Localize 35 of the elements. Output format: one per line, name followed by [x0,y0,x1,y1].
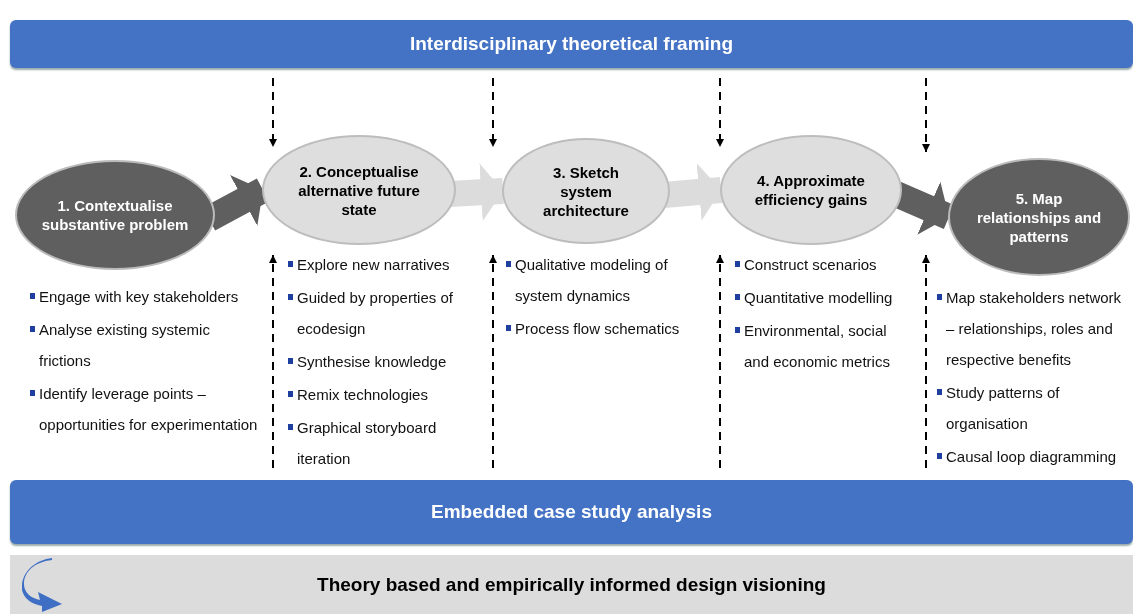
banner-title: Embedded case study analysis [431,501,712,523]
step-title: 4. Approximate efficiency gains [753,171,869,209]
banner-title: Interdisciplinary theoretical framing [409,33,734,55]
banner-title: Theory based and empirically informed design visioning [317,573,826,596]
dashed-arrow [269,254,277,469]
bullet-point: Engage with key stakeholders [30,281,262,312]
banner-bar [10,480,1133,544]
bullet-point: Identify leverage points – opportunities for experimentation [30,378,262,440]
bullet-point: Synthesise knowledge [288,346,484,377]
bullet-point: Qualitative modeling of system dynamics [506,249,706,311]
bullet-point: Graphical storyboard iteration [288,412,484,474]
step-title: 2. Conceptualise alternative future state [297,161,421,219]
dashed-arrow [489,254,497,469]
dashed-arrow [922,77,930,153]
bullet-point: Causal loop diagramming [937,441,1133,472]
bullet-point: Construct scenarios [735,249,915,280]
dashed-arrow [269,77,277,148]
dashed-arrow [922,254,930,469]
bullet-point: Process flow schematics [506,313,706,344]
bullet-point: Map stakeholders network – relationships, roles and respective benefits [937,282,1133,375]
banner-bar [10,20,1133,68]
dashed-arrow [489,77,497,148]
step-title: 5. Map relationships and patterns [975,188,1103,246]
banner-bar [10,555,1133,614]
bullet-point: Analyse existing systemic frictions [30,314,262,376]
bullet-point: Remix technologies [288,379,484,410]
dashed-arrow [716,77,724,148]
step-title: 3. Sketch system architecture [542,162,630,220]
dashed-arrow [716,254,724,469]
bullet-point: Explore new narratives [288,249,484,280]
bullet-point: Environmental, social and economic metrics [735,315,915,377]
bullet-point: Study patterns of organisation [937,377,1133,439]
step-title: 1. Contextualise substantive problem [40,196,190,234]
bullet-point: Guided by properties of ecodesign [288,282,484,344]
bullet-point: Quantitative modelling [735,282,915,313]
